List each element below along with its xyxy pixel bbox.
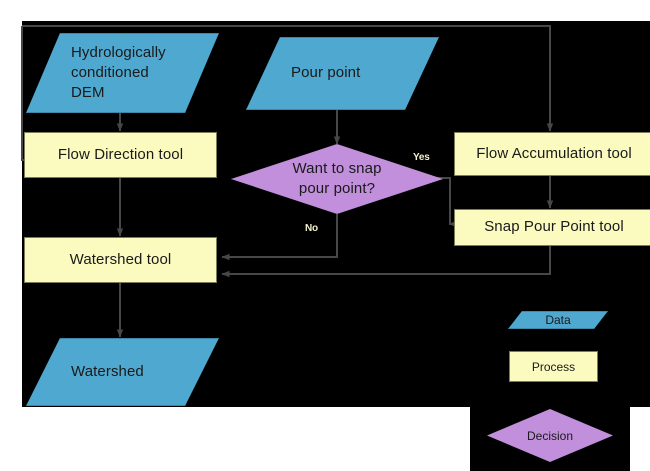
legend-label: Process bbox=[531, 359, 576, 374]
node-label: Hydrologically conditioned DEM bbox=[71, 43, 166, 102]
edge-label-yes: Yes bbox=[413, 152, 430, 163]
node-pour-point[interactable]: Pour point bbox=[246, 37, 439, 110]
node-flow-accumulation-tool[interactable]: Flow Accumulation tool bbox=[454, 132, 650, 176]
node-label: Watershed tool bbox=[69, 250, 172, 268]
node-label: Pour point bbox=[291, 64, 361, 82]
node-flow-direction-tool[interactable]: Flow Direction tool bbox=[24, 132, 217, 178]
legend-label: Data bbox=[545, 313, 571, 327]
legend-item-data: Data bbox=[508, 311, 608, 329]
node-watershed[interactable]: Watershed bbox=[26, 338, 219, 406]
node-label: Snap Pour Point tool bbox=[484, 218, 624, 236]
node-label: Want to snap pour point? bbox=[292, 159, 382, 197]
node-hydrologically-conditioned-dem[interactable]: Hydrologically conditioned DEM bbox=[26, 33, 219, 113]
legend-item-process: Process bbox=[509, 351, 598, 382]
node-label: Watershed bbox=[71, 362, 144, 380]
node-snap-pour-point-tool[interactable]: Snap Pour Point tool bbox=[454, 209, 650, 246]
edge-label-no: No bbox=[305, 223, 318, 234]
legend-label: Decision bbox=[526, 428, 574, 443]
node-watershed-tool[interactable]: Watershed tool bbox=[24, 237, 217, 283]
node-label: Flow Direction tool bbox=[57, 145, 184, 163]
node-label: Flow Accumulation tool bbox=[476, 144, 632, 162]
